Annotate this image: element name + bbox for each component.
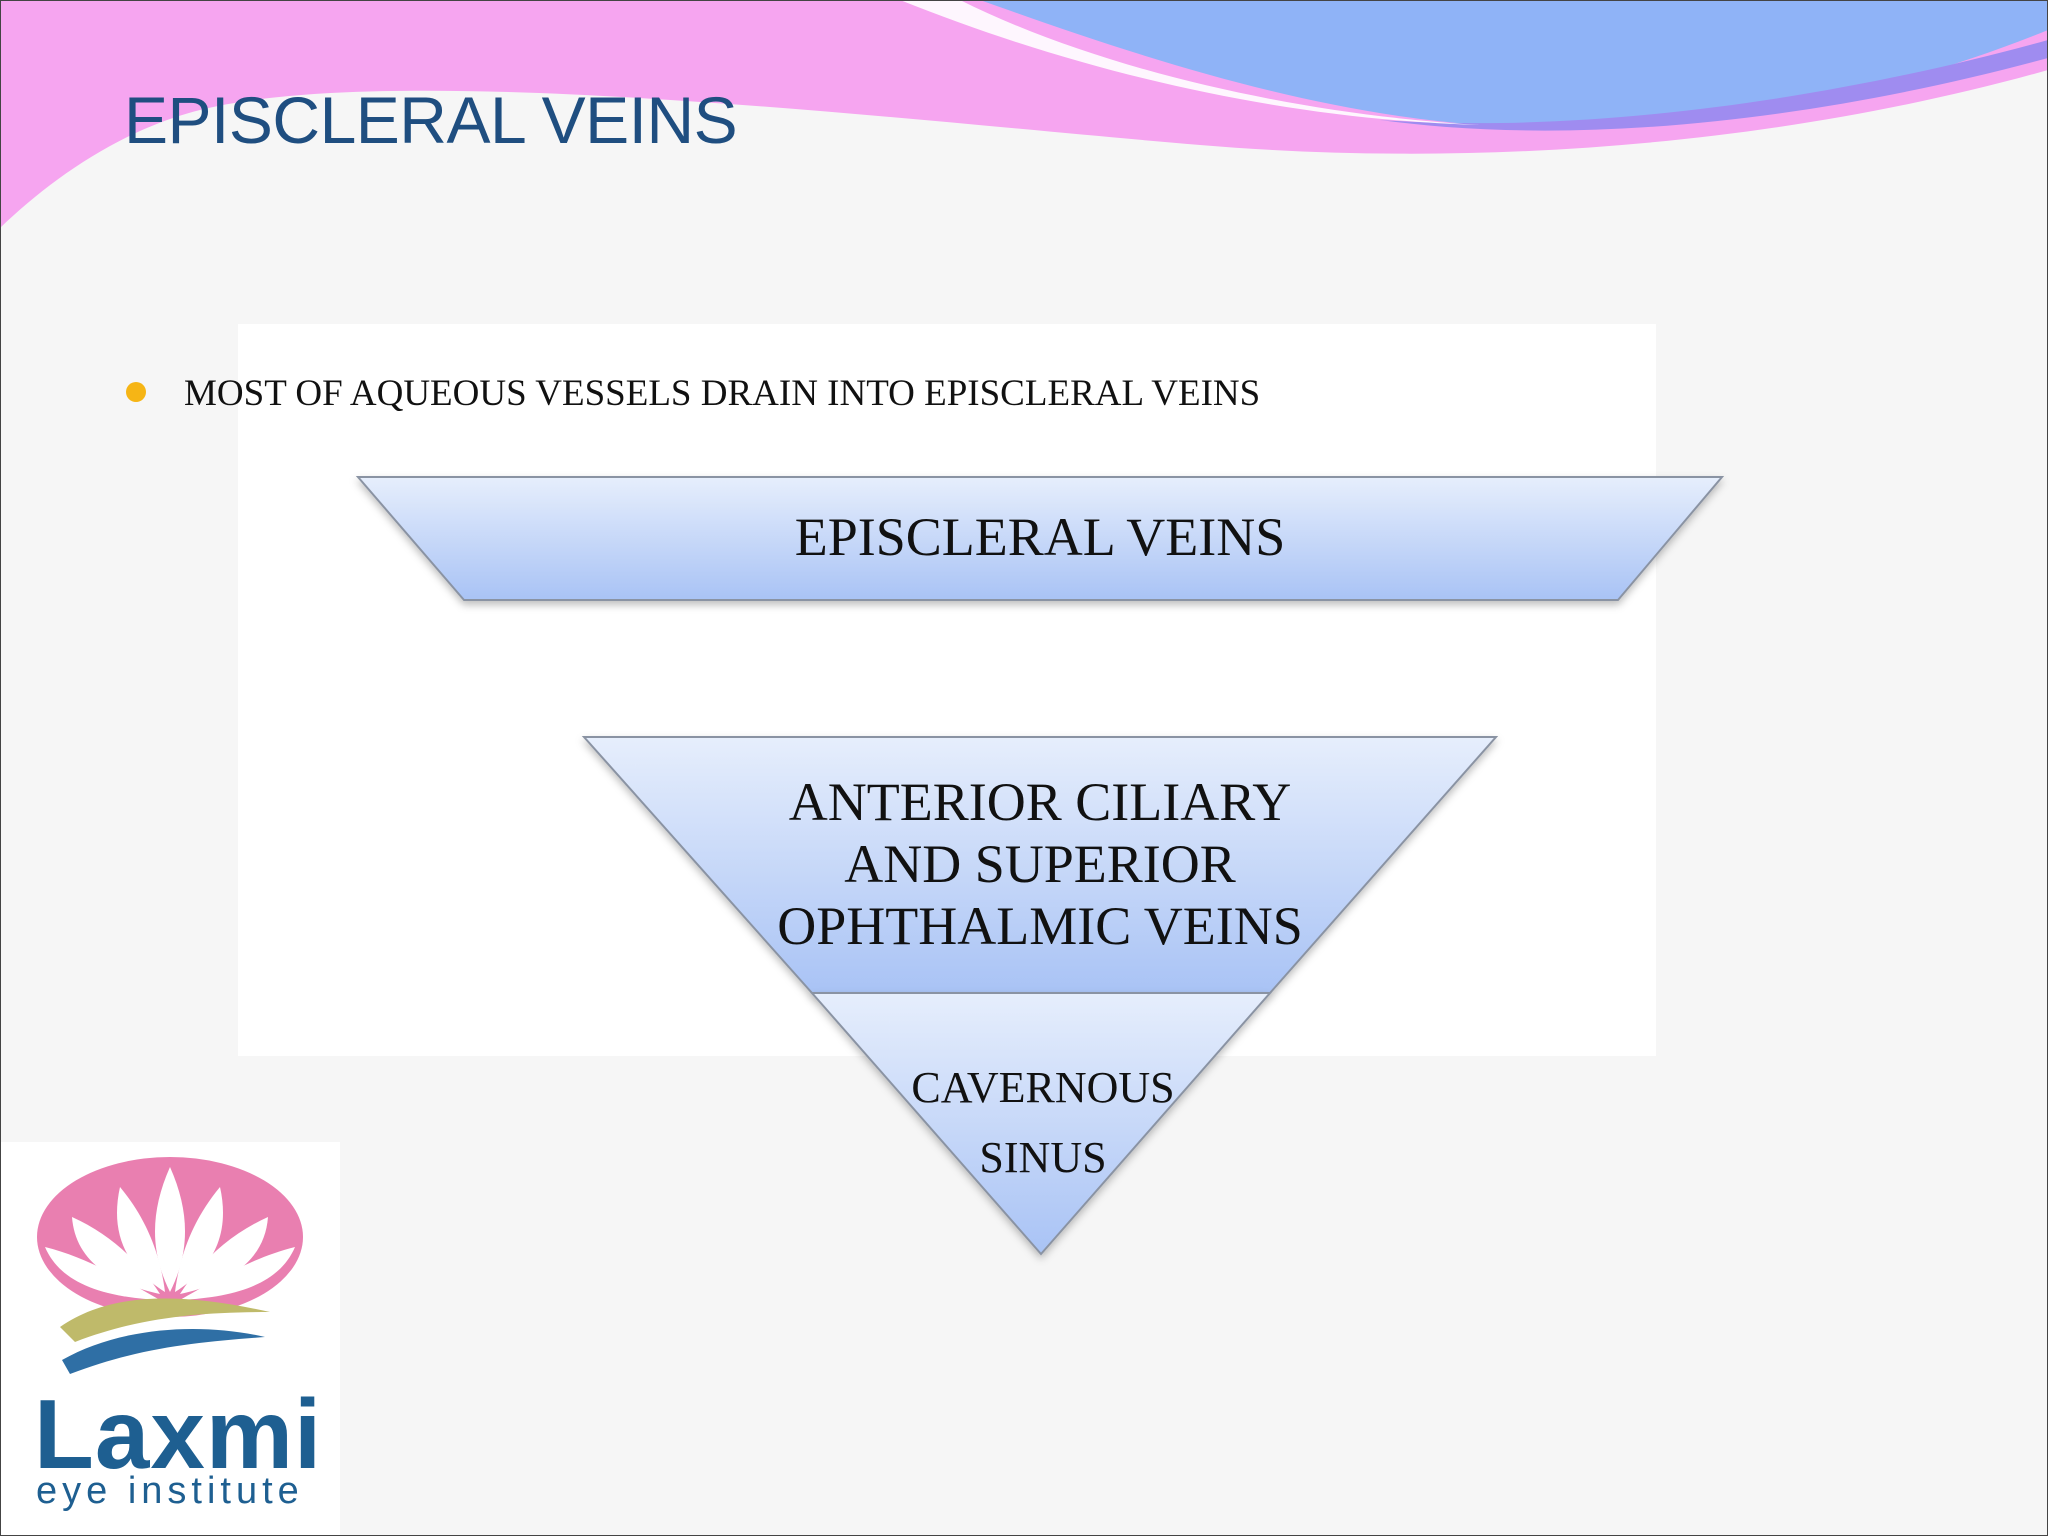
- cavernous-sinus-shape: [809, 992, 1273, 1256]
- logo-name: Laxmi: [34, 1379, 323, 1489]
- anterior-ciliary-line-2: AND SUPERIOR: [844, 834, 1236, 894]
- bullet-dot: [126, 382, 146, 402]
- cavernous-sinus-line-2: SINUS: [979, 1133, 1106, 1182]
- banner-violet-wave: [1380, 40, 2048, 131]
- episcleral-veins-shape: [355, 476, 1725, 601]
- anterior-ciliary-line-1: ANTERIOR CILIARY: [789, 772, 1291, 832]
- lotus-logo-icon: [37, 1157, 303, 1374]
- slide-title: EPISCLERAL VEINS: [124, 83, 738, 157]
- header-banner: [0, 0, 2048, 228]
- banner-blue-wave: [980, 0, 2048, 128]
- cavernous-sinus-line-1: CAVERNOUS: [911, 1063, 1174, 1112]
- anterior-ciliary-line-3: OPHTHALMIC VEINS: [777, 896, 1303, 956]
- banner-white-stripe: [900, 0, 1480, 125]
- logo-subtitle: eye institute: [36, 1470, 304, 1512]
- episcleral-veins-label: EPISCLERAL VEINS: [795, 507, 1286, 567]
- bullet-text: MOST OF AQUEOUS VESSELS DRAIN INTO EPISC…: [184, 373, 1261, 414]
